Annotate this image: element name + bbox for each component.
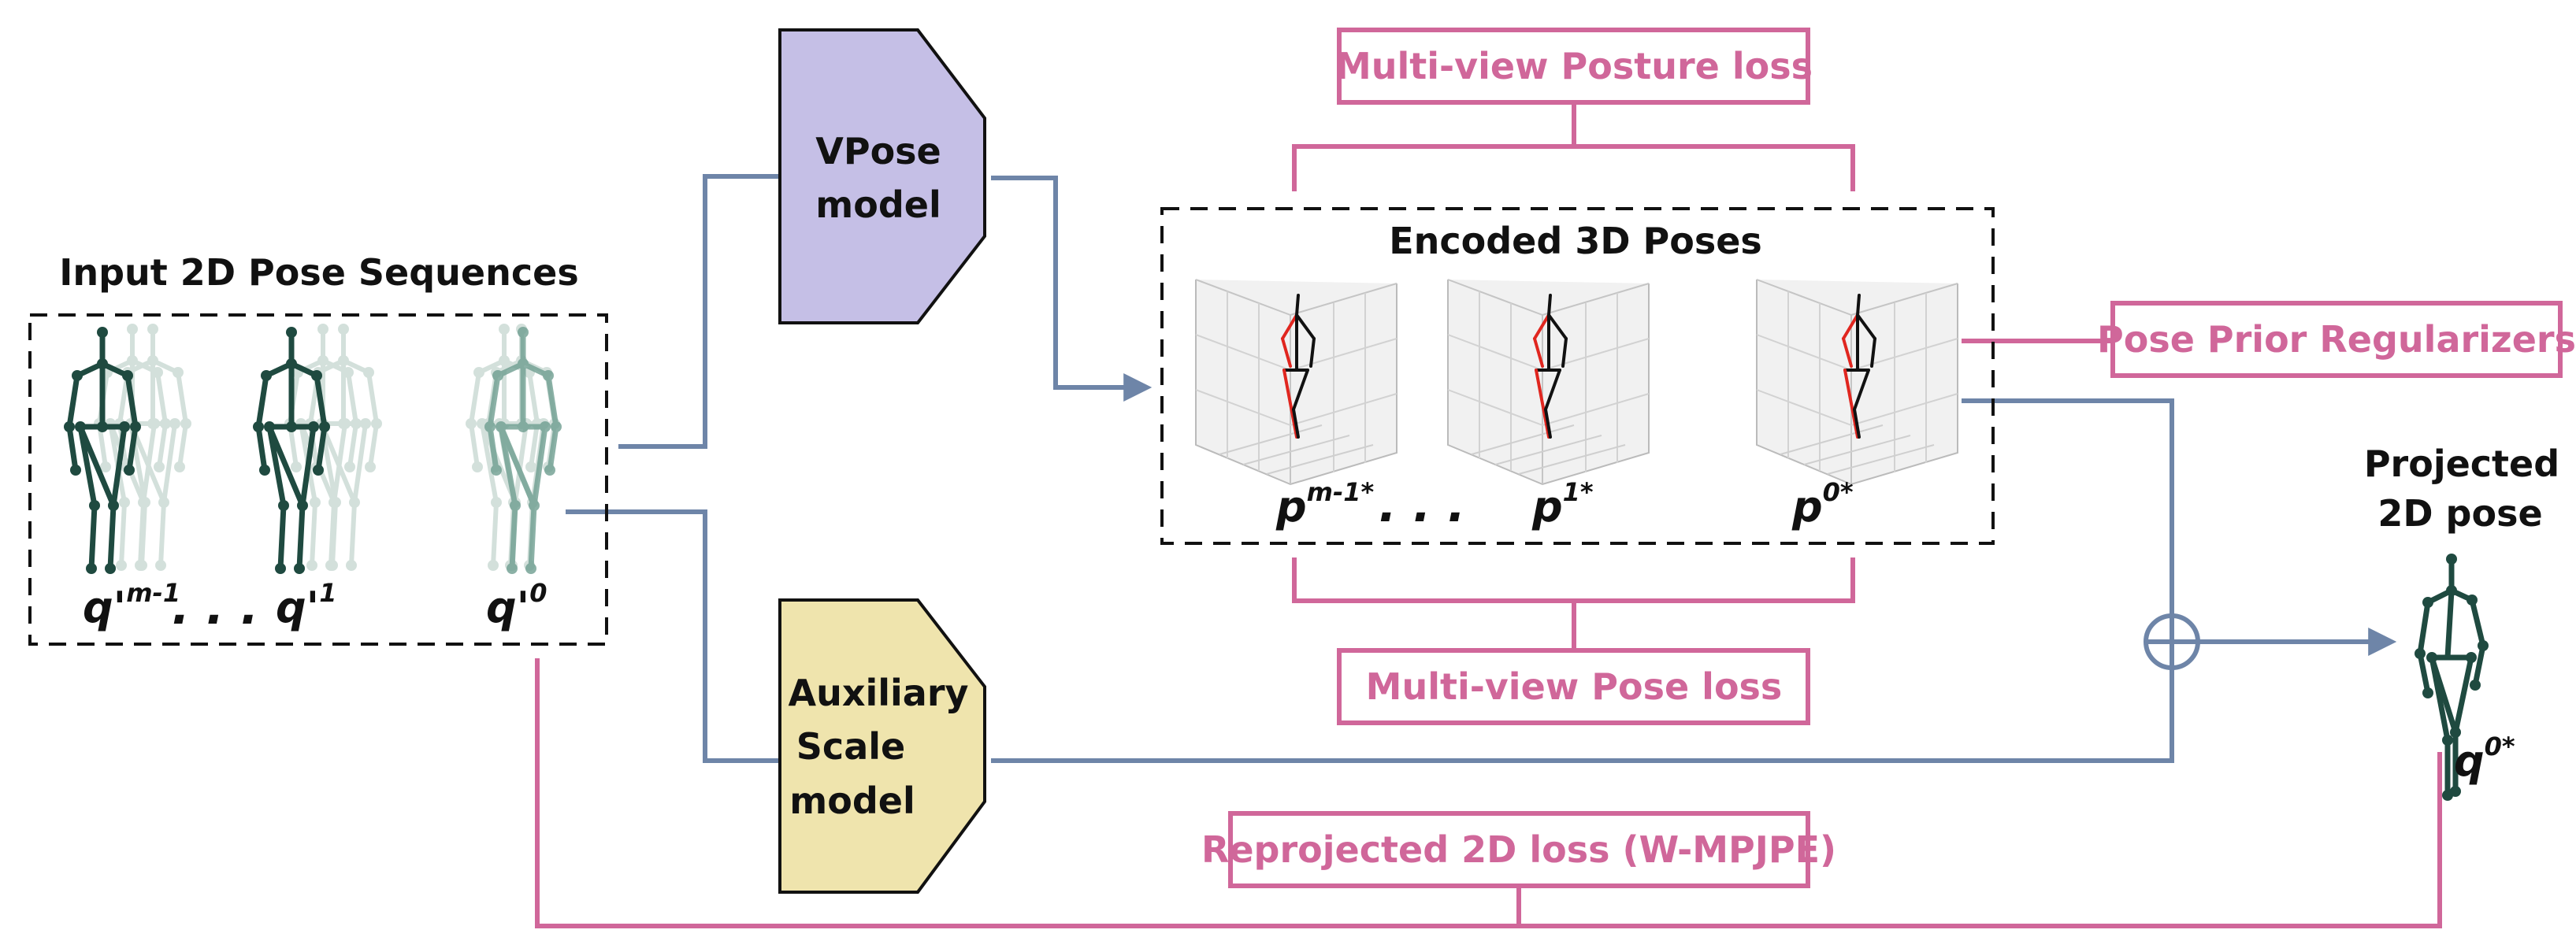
posture-loss-box: Multi-view Posture loss bbox=[1335, 28, 1813, 105]
direct-sum-icon bbox=[2144, 613, 2200, 670]
posture-loss-bracket bbox=[1292, 144, 1855, 191]
connector-input-to-scale bbox=[566, 509, 780, 763]
plot-3d-m1 bbox=[1194, 278, 1398, 486]
connector-input-to-vpose bbox=[618, 174, 780, 449]
input-dots: . . . bbox=[172, 580, 258, 635]
prior-regularizer-box: Pose Prior Regularizers bbox=[2097, 301, 2576, 378]
connector-scale-to-sum bbox=[991, 668, 2174, 763]
label-p-1: p1* bbox=[1531, 477, 1594, 532]
pose-loss-bracket bbox=[1292, 557, 1855, 603]
vpose-label-line2: model bbox=[815, 183, 941, 226]
vpose-model-block bbox=[778, 28, 986, 324]
connector-vpose-to-encoded bbox=[991, 176, 1153, 402]
encoded-title: Encoded 3D Poses bbox=[1389, 220, 1762, 262]
plot-3d-0 bbox=[1755, 278, 1959, 486]
plot-3d-1 bbox=[1446, 278, 1650, 486]
label-p-m1: pm-1* bbox=[1275, 477, 1375, 532]
label-q-1: q'1 bbox=[276, 578, 336, 632]
label-q-m1: q'm-1 bbox=[83, 578, 180, 632]
pose-loss-label: Multi-view Pose loss bbox=[1366, 665, 1783, 708]
vpose-label-line1: VPose bbox=[815, 130, 941, 172]
scale-label-line3: model bbox=[789, 780, 915, 822]
output-title-line2: 2D pose bbox=[2377, 492, 2542, 535]
reproj-bracket bbox=[535, 658, 2442, 928]
input-sequence-box bbox=[28, 313, 608, 646]
posture-loss-label: Multi-view Posture loss bbox=[1335, 45, 1813, 87]
pose-loss-box: Multi-view Pose loss bbox=[1337, 648, 1810, 725]
flow-connectors bbox=[566, 174, 2397, 763]
reproj-loss-label: Reprojected 2D loss (W-MPJPE) bbox=[1201, 828, 1836, 871]
scale-label-line1: Auxiliary bbox=[788, 672, 968, 714]
label-q-0-star: q0* bbox=[2454, 732, 2515, 786]
label-q-0: q'0 bbox=[486, 578, 547, 632]
ghost-skeletons bbox=[94, 324, 560, 571]
prior-regularizer-label: Pose Prior Regularizers bbox=[2097, 318, 2576, 361]
scale-label-line2: Scale bbox=[796, 725, 905, 768]
label-p-0: p0* bbox=[1791, 477, 1854, 532]
connector-encoded-to-sum bbox=[1962, 398, 2174, 615]
encoded-poses-box bbox=[1160, 207, 1995, 545]
input-title: Input 2D Pose Sequences bbox=[59, 251, 578, 294]
loss-connectors bbox=[535, 102, 2442, 928]
encoded-dots: . . . bbox=[1379, 478, 1465, 533]
output-title-line1: Projected bbox=[2364, 443, 2559, 485]
reproj-loss-box: Reprojected 2D loss (W-MPJPE) bbox=[1201, 811, 1836, 888]
scale-model-block bbox=[778, 598, 986, 894]
